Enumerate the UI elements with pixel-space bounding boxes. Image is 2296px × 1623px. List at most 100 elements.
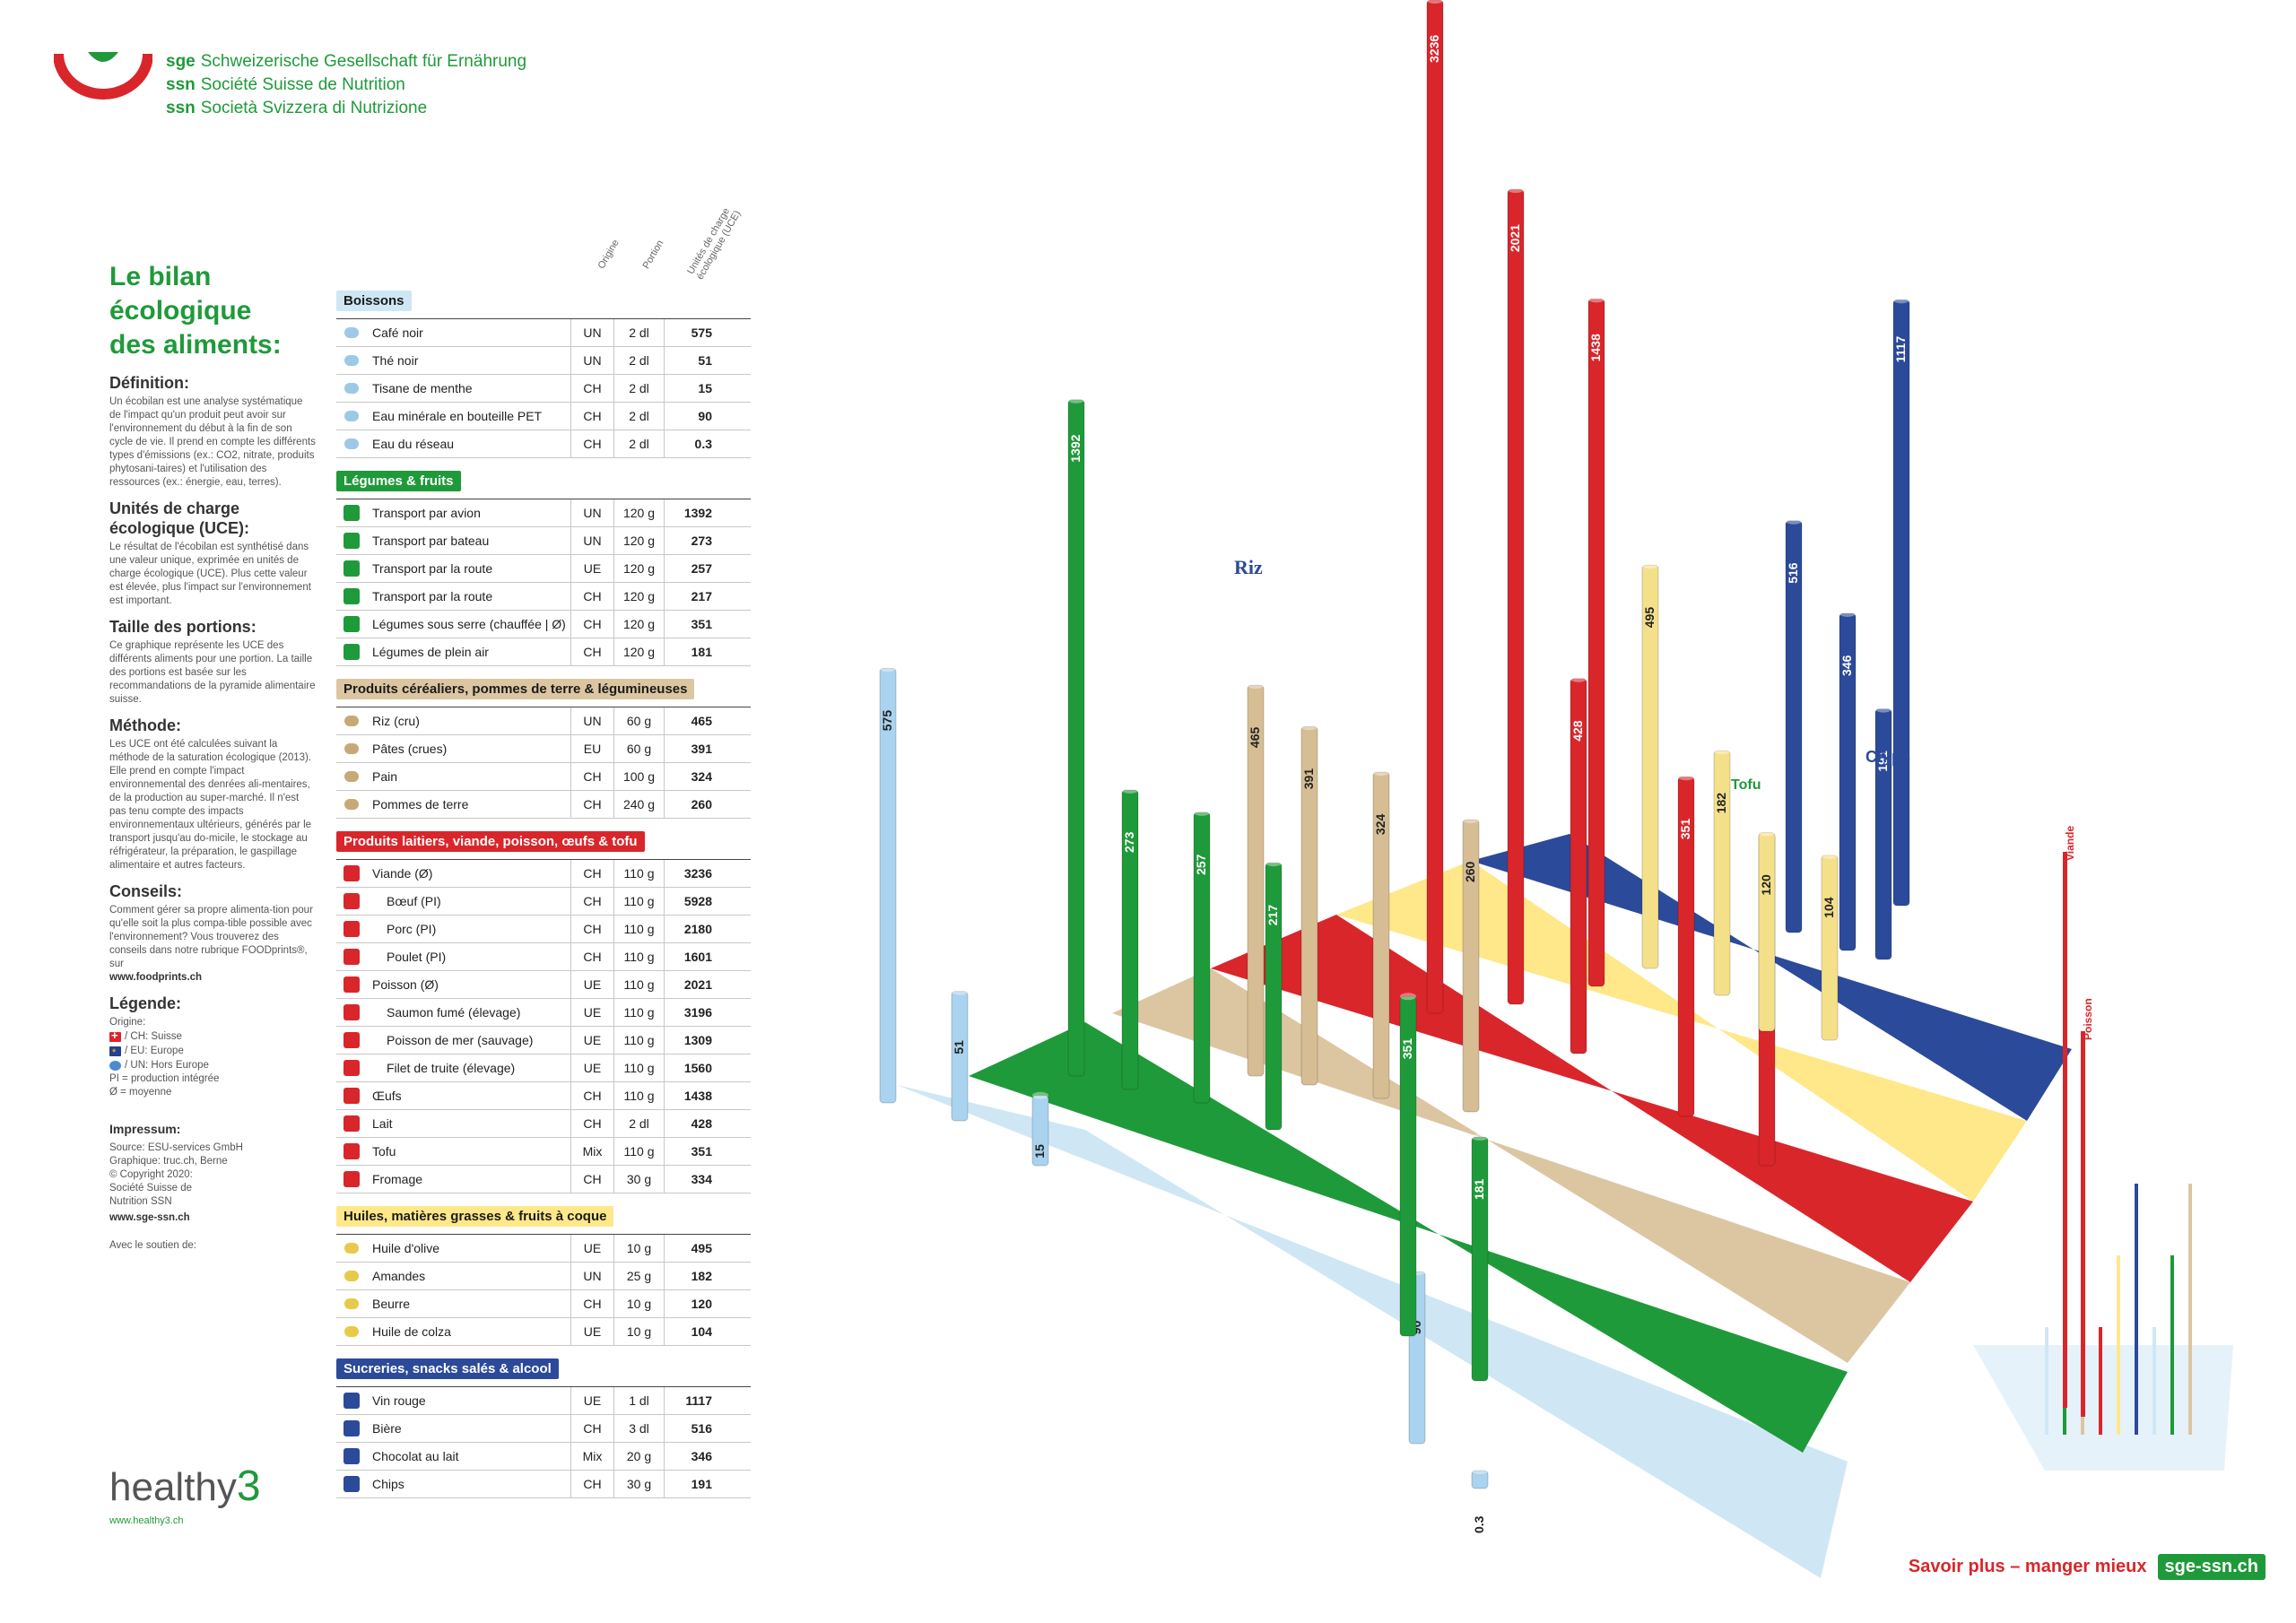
item-portion: 100 g (613, 763, 664, 790)
bar-value-label: 260 (1463, 861, 1477, 882)
food-icon (336, 347, 367, 374)
item-origin: UN (570, 347, 613, 374)
item-portion: 120 g (613, 611, 664, 638)
item-uce: 324 (664, 763, 719, 790)
item-origin: CH (570, 1290, 613, 1317)
item-uce: 181 (664, 638, 719, 665)
item-portion: 30 g (613, 1471, 664, 1497)
bar-cap (1759, 829, 1775, 837)
category-huiles: Huiles, matières grasses & fruits à coqu… (336, 1206, 614, 1227)
food-icon (336, 430, 367, 457)
item-label: Pommes de terre (372, 797, 469, 812)
item-origin: CH (570, 403, 613, 430)
item-uce: 1438 (664, 1082, 719, 1109)
healthy3-logo: healthy3 (109, 1462, 261, 1510)
bar-tea-cup-icon (951, 991, 969, 1122)
bar-value-label: 351 (1678, 819, 1692, 840)
definition-text: Un écobilan est une analyse systématique… (109, 396, 316, 488)
bar-value-label: 0.3 (1472, 1515, 1486, 1533)
item-uce: 391 (664, 735, 719, 762)
item-portion: 2 dl (613, 347, 664, 374)
item-label: Chocolat au lait (372, 1449, 459, 1463)
bar-milk-icon (1570, 678, 1587, 1055)
category-boissons: Boissons (336, 291, 412, 311)
item-origin: CH (570, 611, 613, 638)
eu-flag-icon (109, 1046, 121, 1060)
item-origin: CH (570, 375, 613, 402)
globe-icon (109, 1060, 121, 1071)
item-portion: 120 g (613, 499, 664, 526)
bar-value-label: 257 (1194, 854, 1208, 875)
item-uce: 2021 (664, 971, 719, 998)
food-icon (336, 707, 367, 734)
item-origin: UE (570, 1055, 613, 1081)
bar-coffee-cup-icon (879, 667, 897, 1104)
bar-cap (1068, 395, 1084, 404)
item-label: Tisane de menthe (372, 381, 473, 395)
item-origin: UN (570, 707, 613, 734)
method-text: Les UCE ont été calculées suivant la mét… (109, 739, 312, 871)
bar-value-label: 495 (1642, 607, 1657, 629)
item-uce: 465 (664, 707, 719, 734)
food-icon (336, 1138, 367, 1165)
item-portion: 10 g (613, 1318, 664, 1345)
item-origin: UN (570, 1263, 613, 1289)
mini-pyramid-base (1973, 1345, 2233, 1471)
bar-value-label: 1392 (1068, 434, 1083, 462)
definition-heading: Définition: (109, 374, 189, 392)
item-portion: 110 g (613, 971, 664, 998)
legend-ch: / CH: Suisse (109, 1028, 316, 1044)
sge-link[interactable]: www.sge-ssn.ch (109, 1212, 190, 1223)
mini-bar (2188, 1184, 2192, 1435)
item-portion: 110 g (613, 860, 664, 887)
legend-avg: Ø = moyenne (109, 1087, 172, 1098)
mini-bar (2099, 1327, 2102, 1435)
bar-meat-icon (1426, 0, 1444, 1014)
bar-cap (1642, 561, 1658, 569)
footer-url[interactable]: sge-ssn.ch (2157, 1554, 2266, 1580)
bar-value-label: 15 (1032, 1144, 1047, 1159)
bar-chips-icon (1874, 708, 1892, 960)
bar-cap (1373, 768, 1389, 777)
pyramid-chart: 5755115900.31392273257217351181465391324… (879, 0, 2233, 1578)
tofu-pack-label: Tofu (1731, 777, 1761, 793)
bar-cap (880, 664, 896, 673)
foodprints-link[interactable]: www.foodprints.ch (109, 972, 203, 983)
item-uce: 5928 (664, 888, 719, 915)
item-portion: 60 g (613, 707, 664, 734)
bar-value-label: 575 (880, 710, 894, 732)
food-icon (336, 403, 367, 430)
item-uce: 1601 (664, 943, 719, 970)
food-icon (336, 499, 367, 526)
item-origin: EU (570, 735, 613, 762)
bar-cap (1194, 808, 1210, 816)
healthy3-url[interactable]: www.healthy3.ch (109, 1515, 184, 1526)
bar-value-label: 120 (1759, 874, 1773, 896)
item-label: Transport par la route (372, 589, 493, 603)
food-icon (336, 1443, 367, 1470)
item-uce: 1309 (664, 1027, 719, 1054)
item-origin: CH (570, 1082, 613, 1109)
food-icon (336, 638, 367, 665)
bar-cap (1893, 296, 1909, 304)
item-origin: CH (570, 1166, 613, 1193)
food-icon (336, 1263, 367, 1289)
item-label: Vin rouge (372, 1393, 426, 1408)
bar-value-label: 1117 (1893, 336, 1908, 363)
item-uce: 2180 (664, 916, 719, 942)
legend-heading: Légende: (109, 994, 182, 1012)
food-icon (336, 611, 367, 638)
item-portion: 240 g (613, 791, 664, 818)
item-label: Lait (372, 1116, 393, 1131)
food-icon (336, 1235, 367, 1262)
item-uce: 334 (664, 1166, 719, 1193)
item-origin: CH (570, 638, 613, 665)
